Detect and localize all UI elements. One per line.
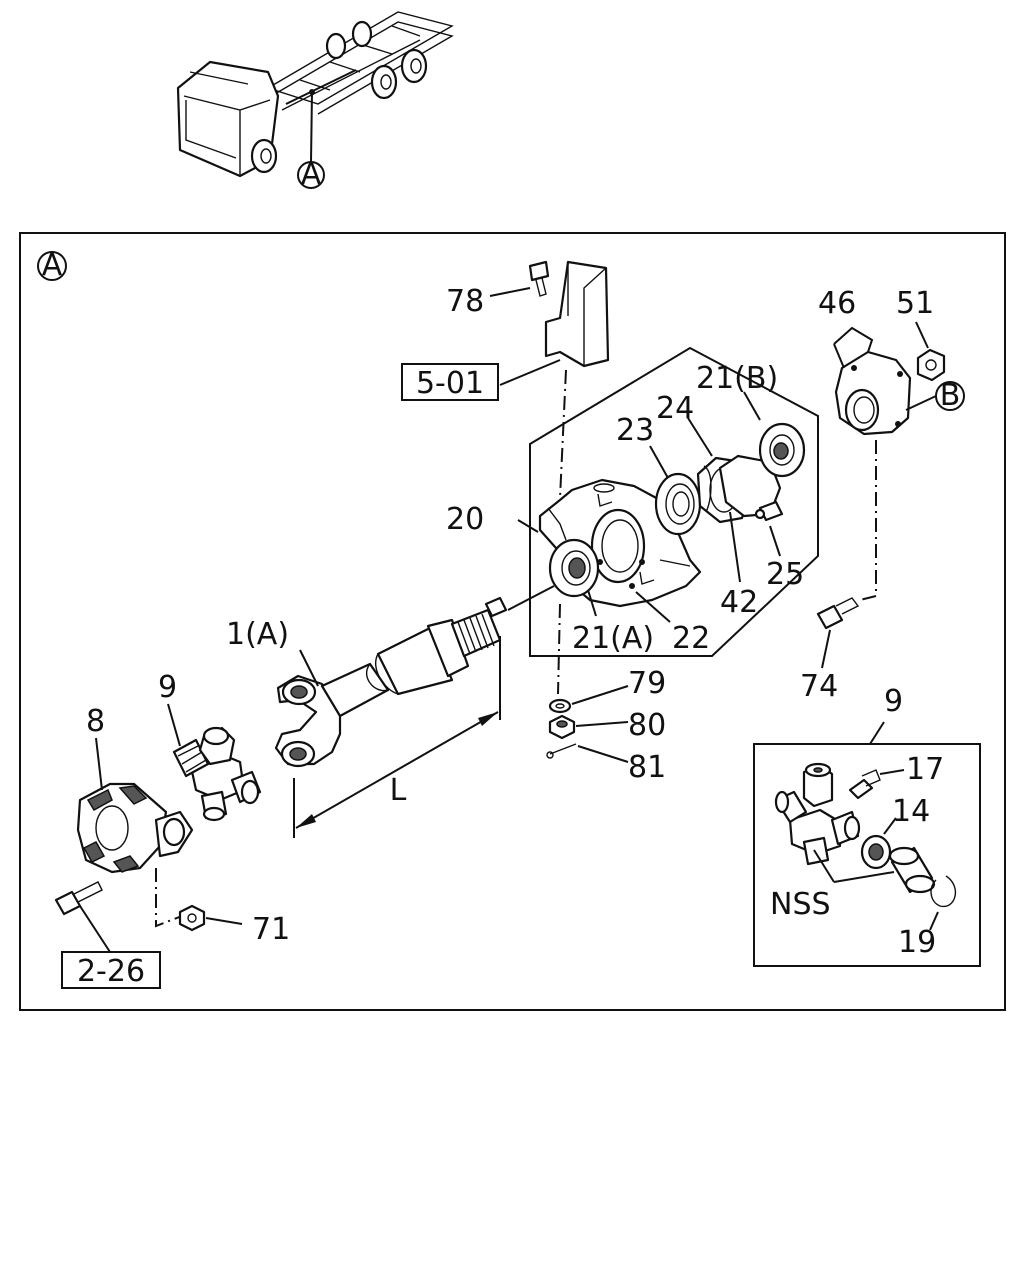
retainer-42 bbox=[718, 454, 782, 518]
frame-bracket bbox=[544, 260, 610, 368]
companion-flange-46 bbox=[834, 350, 912, 436]
view-a-marker-overview bbox=[297, 161, 325, 189]
callout-b-label: B bbox=[940, 378, 961, 413]
label-74: 74 bbox=[800, 669, 838, 704]
snap-ring-19 bbox=[930, 875, 957, 907]
label-nss: NSS bbox=[770, 887, 831, 922]
label-42: 42 bbox=[720, 585, 758, 620]
label-17: 17 bbox=[906, 752, 944, 787]
grease-nipple-17 bbox=[848, 769, 881, 800]
ref-box-2-26 bbox=[61, 951, 161, 989]
label-71: 71 bbox=[252, 912, 290, 947]
view-a-marker-label: A bbox=[42, 248, 63, 283]
label-21b: 21(B) bbox=[696, 361, 778, 396]
label-21a: 21(A) bbox=[572, 621, 654, 656]
bolt-74 bbox=[816, 597, 860, 630]
flange-yoke-8 bbox=[76, 782, 194, 874]
propeller-shaft-1a bbox=[274, 596, 508, 768]
flange-bolt bbox=[54, 881, 103, 916]
grease-nipple-25 bbox=[754, 500, 784, 522]
callout-b-marker bbox=[935, 381, 965, 411]
view-a-marker bbox=[37, 251, 67, 281]
cotter-pin-81 bbox=[546, 743, 577, 759]
label-19: 19 bbox=[898, 925, 936, 960]
label-78: 78 bbox=[446, 284, 484, 319]
label-2-26: 2-26 bbox=[77, 954, 145, 989]
u-joint-kit-inset bbox=[753, 743, 981, 967]
view-a-marker-overview-label: A bbox=[301, 157, 322, 192]
ref-box-5-01 bbox=[401, 363, 499, 401]
label-20: 20 bbox=[446, 502, 484, 537]
label-14: 14 bbox=[892, 794, 930, 829]
label-9-left: 9 bbox=[158, 670, 177, 705]
bearing-cup bbox=[888, 846, 936, 894]
label-9-inset: 9 bbox=[884, 684, 903, 719]
nut-51 bbox=[916, 348, 946, 382]
label-1a: 1(A) bbox=[226, 617, 289, 652]
label-80: 80 bbox=[628, 708, 666, 743]
label-8: 8 bbox=[86, 704, 105, 739]
view-a-frame bbox=[19, 232, 1006, 1011]
dimension-l-label: L bbox=[390, 773, 407, 808]
bearing-23 bbox=[654, 472, 702, 536]
label-23: 23 bbox=[616, 413, 654, 448]
label-22: 22 bbox=[672, 621, 710, 656]
washer-79 bbox=[548, 698, 572, 714]
label-25: 25 bbox=[766, 557, 804, 592]
label-24: 24 bbox=[656, 391, 694, 426]
castle-nut-80 bbox=[548, 714, 576, 740]
seal-14 bbox=[860, 834, 892, 870]
label-51: 51 bbox=[896, 286, 934, 321]
spider-cross-inset bbox=[774, 762, 861, 866]
label-79: 79 bbox=[628, 666, 666, 701]
seal-21a bbox=[548, 538, 600, 598]
nut-71 bbox=[178, 904, 206, 932]
length-dimension bbox=[293, 636, 501, 838]
seal-21b bbox=[758, 422, 806, 478]
bolt-78 bbox=[528, 260, 550, 297]
label-46: 46 bbox=[818, 286, 856, 321]
label-81: 81 bbox=[628, 750, 666, 785]
center-bearing-group-outline bbox=[529, 346, 819, 657]
truck-overview-illustration: A bbox=[176, 11, 454, 192]
label-5-01: 5-01 bbox=[416, 366, 484, 401]
universal-joint-9 bbox=[172, 726, 262, 822]
